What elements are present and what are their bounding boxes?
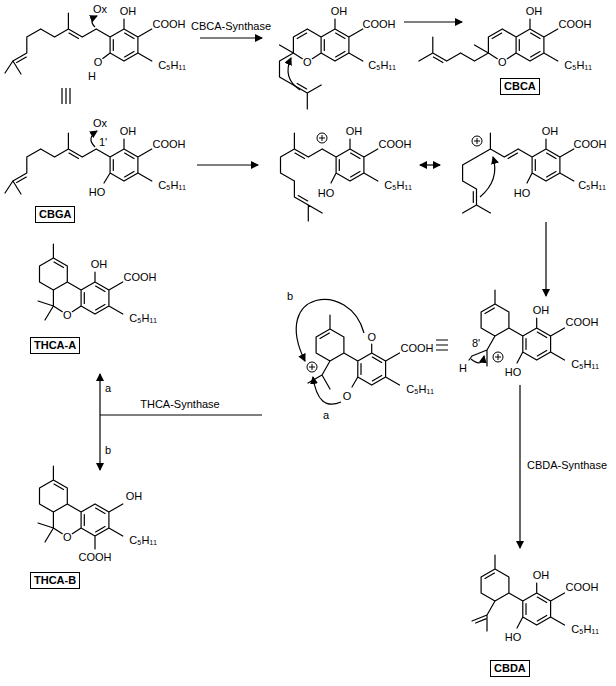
curved-arrow [296,299,364,361]
atom-label: C₅H₁₁ [564,60,592,71]
oxidant-label: Ox [93,118,107,129]
enzyme-label: CBDA-Synthase [527,460,607,471]
pathway-label: a [323,410,329,421]
charge-circle [493,352,503,362]
compound-name: CBDA [494,662,526,674]
atom-label: COOH [363,19,396,30]
equivalence-sign [62,88,70,104]
atom-label: C₅H₁₁ [571,624,599,635]
reaction-arrow [99,415,100,470]
cation-charge [317,133,327,143]
atom-label: COOH [153,19,186,30]
reaction-arrow [545,222,546,296]
atom-label: OH [542,126,559,137]
atom-label: OH [533,305,550,316]
atom-label: COOH [153,139,186,150]
branch-line [100,414,262,415]
atom-label: COOH [79,552,112,563]
charge-circle [307,362,317,372]
atom-label: C₅H₁₁ [158,60,186,71]
curved-arrow [91,131,97,147]
oxidant-label: Ox [93,4,107,15]
compound-box: CBCA [500,78,540,95]
compound-box: CBGA [35,206,75,223]
charge-plus [309,364,315,370]
atom-label: OH [533,570,550,581]
pathway-label: a [105,383,111,394]
atom-label: OH [346,126,363,137]
atom-label: COOH [401,343,434,354]
atom-label: OH [120,6,137,17]
enzyme-label: CBCA-Synthase [191,21,271,32]
charge-circle [472,136,482,146]
reaction-arrow [404,21,462,22]
atom-label: COOH [566,582,599,593]
compound-name: THCA-B [34,574,76,586]
atom-label: O [343,391,352,402]
atom-label: O [498,57,507,68]
charge-plus [495,354,501,360]
reaction-arrow [197,164,258,165]
compound-box: CBDA [490,660,530,677]
pathway-label: b [287,291,293,302]
atom-label: C₅H₁₁ [368,60,396,71]
charge-plus [319,135,325,141]
atom-label: C₅H₁₁ [571,359,599,370]
curved-arrow [471,356,484,363]
atom-label: O [94,57,103,68]
atom-label: COOH [379,139,412,150]
charge-plus [474,138,480,144]
compound-name: CBCA [504,80,536,92]
atom-label: H [88,71,96,82]
compound-name: CBGA [39,208,71,220]
atom-label: O [303,57,312,68]
atom-label: C₅H₁₁ [384,180,412,191]
equivalence-sign [436,340,448,350]
atom-label: H [459,363,467,374]
curved-arrow [480,157,495,197]
atom-label: COOH [566,317,599,328]
charge-circle [317,133,327,143]
atom-label: C₅H₁₁ [578,180,606,191]
atom-label: O [367,332,376,343]
reaction-arrow [200,37,262,38]
atom-label: HO [505,367,522,378]
atom-label: C₅H₁₁ [406,384,434,395]
atom-label: OH [120,126,137,137]
resonance-arrow [420,164,440,165]
atom-label: COOH [124,272,157,283]
locant-label: 8' [472,338,480,349]
chemical-bonds [5,13,574,631]
atom-label: COOH [574,139,607,150]
compound-box: THCA-A [30,337,80,354]
atom-label: OH [331,6,348,17]
compound-box: THCA-B [30,572,80,589]
atom-label: HO [318,188,335,199]
cation-charge [472,136,482,146]
reaction-arrow [99,374,100,415]
pathway-label: b [105,445,111,456]
atom-label: OH [91,259,108,270]
curved-arrow [92,16,97,27]
atom-label: HO [505,632,522,643]
locant-label: 1' [99,137,107,148]
curved-arrow [313,377,341,404]
atom-label: COOH [559,19,592,30]
atom-label: OH [526,6,543,17]
atom-label: HO [514,188,531,199]
atom-label: OH [126,491,143,502]
atom-label: O [63,532,72,543]
reaction-arrow [519,385,520,548]
atom-label: O [63,310,72,321]
cation-charge [307,362,317,372]
atom-label: HO [89,187,106,198]
atom-label: C₅H₁₁ [129,535,157,546]
atom-label: C₅H₁₁ [129,313,157,324]
enzyme-label: THCA-Synthase [140,399,219,410]
compound-name: THCA-A [34,339,76,351]
atom-label: C₅H₁₁ [158,180,186,191]
cation-charge [493,352,503,362]
